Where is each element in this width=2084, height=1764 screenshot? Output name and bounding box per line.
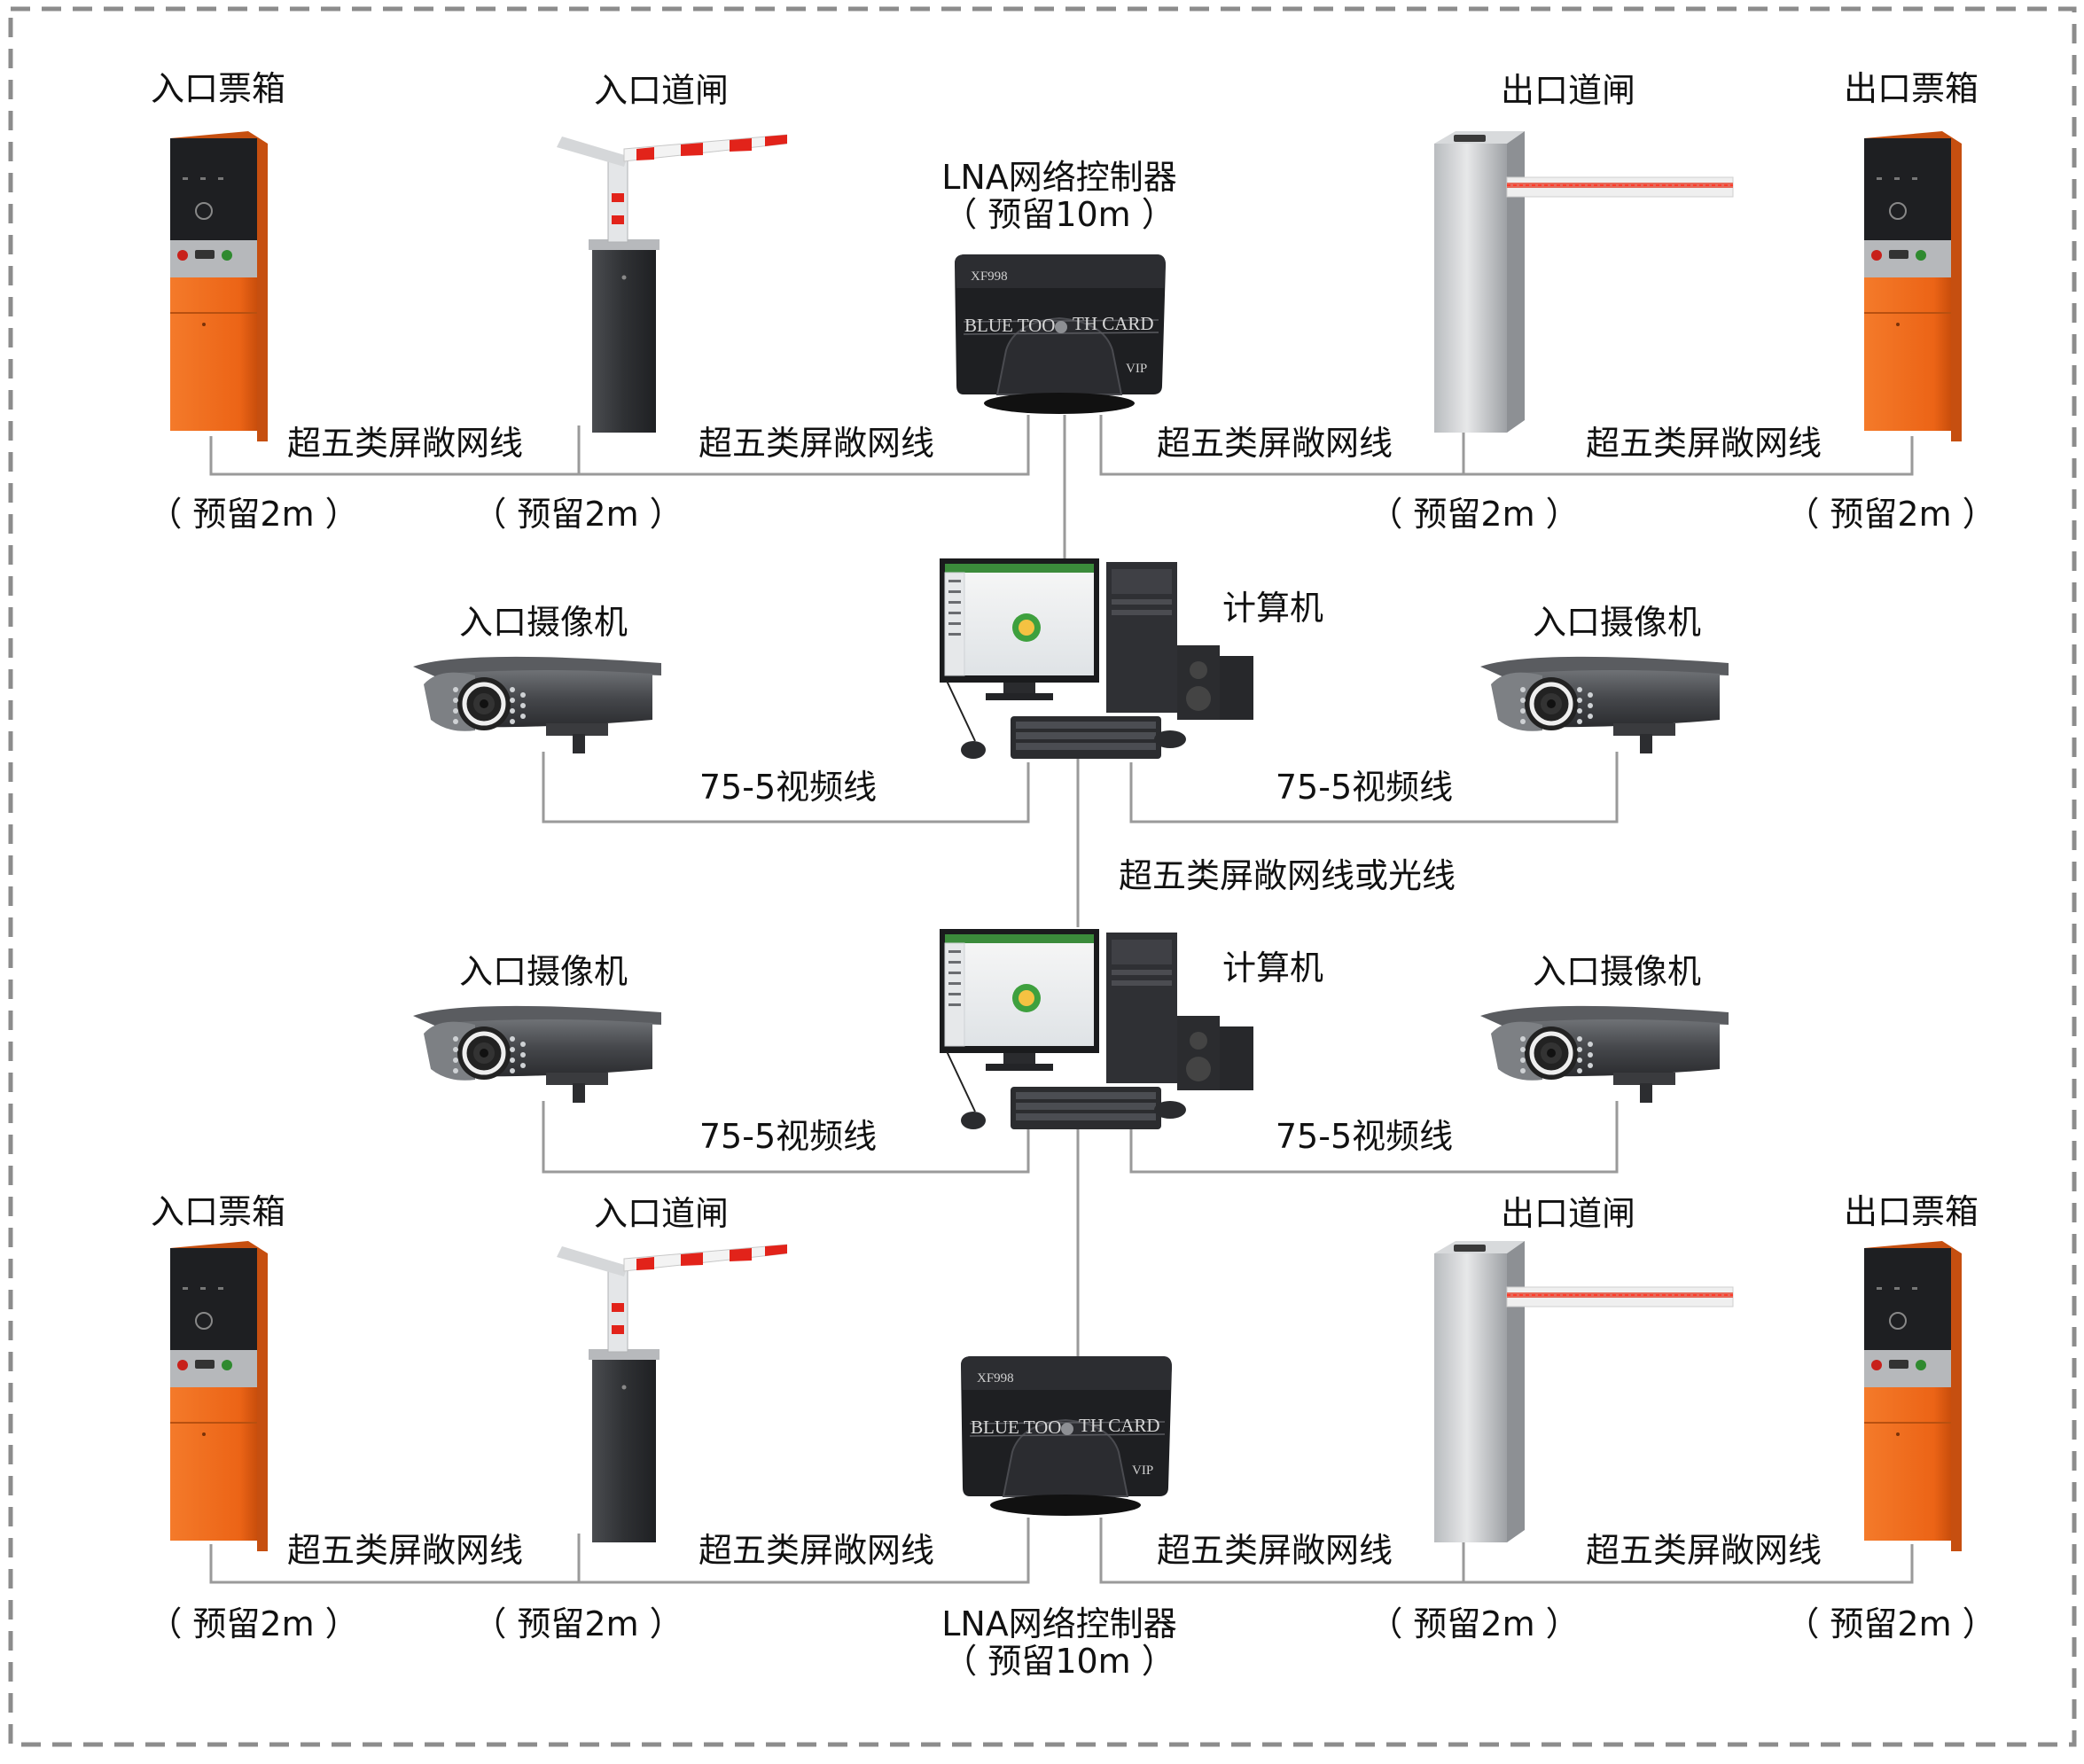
bottom-controller-title: LNA网络控制器	[941, 1604, 1177, 1643]
mid1-computer	[939, 558, 1254, 760]
bottom-controller-reserve: （ 预留10m ）	[943, 1642, 1175, 1681]
bottom-exit-barrier-gate	[1433, 1241, 1734, 1542]
top-exit-barrier-gate	[1433, 131, 1734, 433]
mid1-video-right-label: 75-5视频线	[1275, 768, 1454, 807]
mid2-left-video	[542, 1101, 1030, 1174]
top-cable-label-2: 超五类屏敞网线	[698, 424, 935, 463]
top-entry-gate-label: 入口道闸	[593, 71, 730, 110]
top-right-cable	[1099, 415, 1914, 476]
bottom-controller-brand-right: TH CARD	[1079, 1415, 1160, 1436]
top-entry-ticket-box	[169, 131, 269, 441]
bottom-exit-gate-label: 出口道闸	[1500, 1194, 1636, 1233]
mid1-right-camera	[1480, 657, 1729, 753]
top-cable-label-3: 超五类屏敞网线	[1156, 424, 1393, 463]
bottom-cable-label-1: 超五类屏敞网线	[286, 1531, 524, 1570]
mid2-computer-label: 计算机	[1222, 948, 1324, 987]
mid1-computer-label: 计算机	[1222, 589, 1324, 628]
mid2-right-video	[1129, 1101, 1619, 1174]
mid2-camera-right-label: 入口摄像机	[1532, 952, 1702, 991]
top-lna-controller: XF998 BLUE TOO TH CARD VIP	[954, 254, 1166, 415]
bottom-controller-brand-left: BLUE TOO	[971, 1417, 1061, 1438]
mid2-camera-left-label: 入口摄像机	[458, 952, 628, 991]
mid2-right-camera	[1480, 1006, 1729, 1103]
bottom-right-cable	[1099, 1518, 1914, 1584]
trunk-link-label: 超五类屏敞网线或光线	[1118, 856, 1456, 895]
bottom-entry-ticket-box	[169, 1241, 269, 1551]
top-cable-label-4: 超五类屏敞网线	[1585, 424, 1823, 463]
bottom-cable-label-3: 超五类屏敞网线	[1156, 1531, 1393, 1570]
top-left-cable	[209, 415, 1030, 476]
mid1-camera-left-label: 入口摄像机	[458, 603, 628, 642]
top-exit-gate-label: 出口道闸	[1500, 71, 1636, 110]
mid1-camera-right-label: 入口摄像机	[1532, 603, 1702, 642]
bottom-left-cable	[209, 1518, 1030, 1584]
top-exit-ticket-box	[1863, 131, 1963, 441]
top-controller-brand-right: TH CARD	[1073, 313, 1154, 334]
top-reserve-label-1: （ 预留2m ）	[148, 495, 359, 534]
top-reserve-label-2: （ 预留2m ）	[472, 495, 683, 534]
bottom-reserve-label-2: （ 预留2m ）	[472, 1604, 683, 1643]
mid1-left-camera	[413, 657, 661, 753]
top-controller-model: XF998	[971, 269, 1008, 284]
mid2-left-camera	[413, 1006, 661, 1103]
top-exit-ticket-box-label: 出口票箱	[1843, 69, 1979, 108]
connection-lines	[209, 415, 1914, 1584]
mid2-computer	[939, 928, 1254, 1130]
bottom-entry-ticket-box-label: 入口票箱	[150, 1192, 286, 1231]
top-controller-reserve: （ 预留10m ）	[943, 195, 1175, 234]
bottom-cable-label-4: 超五类屏敞网线	[1585, 1531, 1823, 1570]
mid1-video-left-label: 75-5视频线	[699, 768, 878, 807]
top-reserve-label-4: （ 预留2m ）	[1785, 495, 1996, 534]
top-controller-title: LNA网络控制器	[941, 158, 1177, 197]
bottom-reserve-label-4: （ 预留2m ）	[1785, 1604, 1996, 1643]
bottom-reserve-label-1: （ 预留2m ）	[148, 1604, 359, 1643]
bottom-entry-gate-label: 入口道闸	[593, 1194, 730, 1233]
top-entry-barrier-gate	[556, 134, 787, 433]
bottom-controller-vip: VIP	[1132, 1463, 1153, 1478]
top-controller-vip: VIP	[1126, 362, 1147, 376]
bottom-lna-controller: XF998 BLUE TOO TH CARD VIP	[960, 1355, 1172, 1517]
bottom-entry-barrier-gate	[556, 1244, 787, 1542]
bottom-controller-model: XF998	[977, 1371, 1014, 1385]
top-entry-ticket-box-label: 入口票箱	[150, 69, 286, 108]
mid1-left-video	[542, 752, 1030, 823]
top-reserve-label-3: （ 预留2m ）	[1369, 495, 1580, 534]
top-controller-brand-left: BLUE TOO	[964, 315, 1055, 336]
bottom-exit-ticket-box	[1863, 1241, 1963, 1551]
mid2-video-right-label: 75-5视频线	[1275, 1117, 1454, 1156]
bottom-exit-ticket-box-label: 出口票箱	[1843, 1192, 1979, 1231]
mid2-video-left-label: 75-5视频线	[699, 1117, 878, 1156]
bottom-cable-label-2: 超五类屏敞网线	[698, 1531, 935, 1570]
outer-dashed-frame	[8, 6, 2077, 1747]
mid1-right-video	[1129, 752, 1619, 823]
bottom-reserve-label-3: （ 预留2m ）	[1369, 1604, 1580, 1643]
top-cable-label-1: 超五类屏敞网线	[286, 424, 524, 463]
